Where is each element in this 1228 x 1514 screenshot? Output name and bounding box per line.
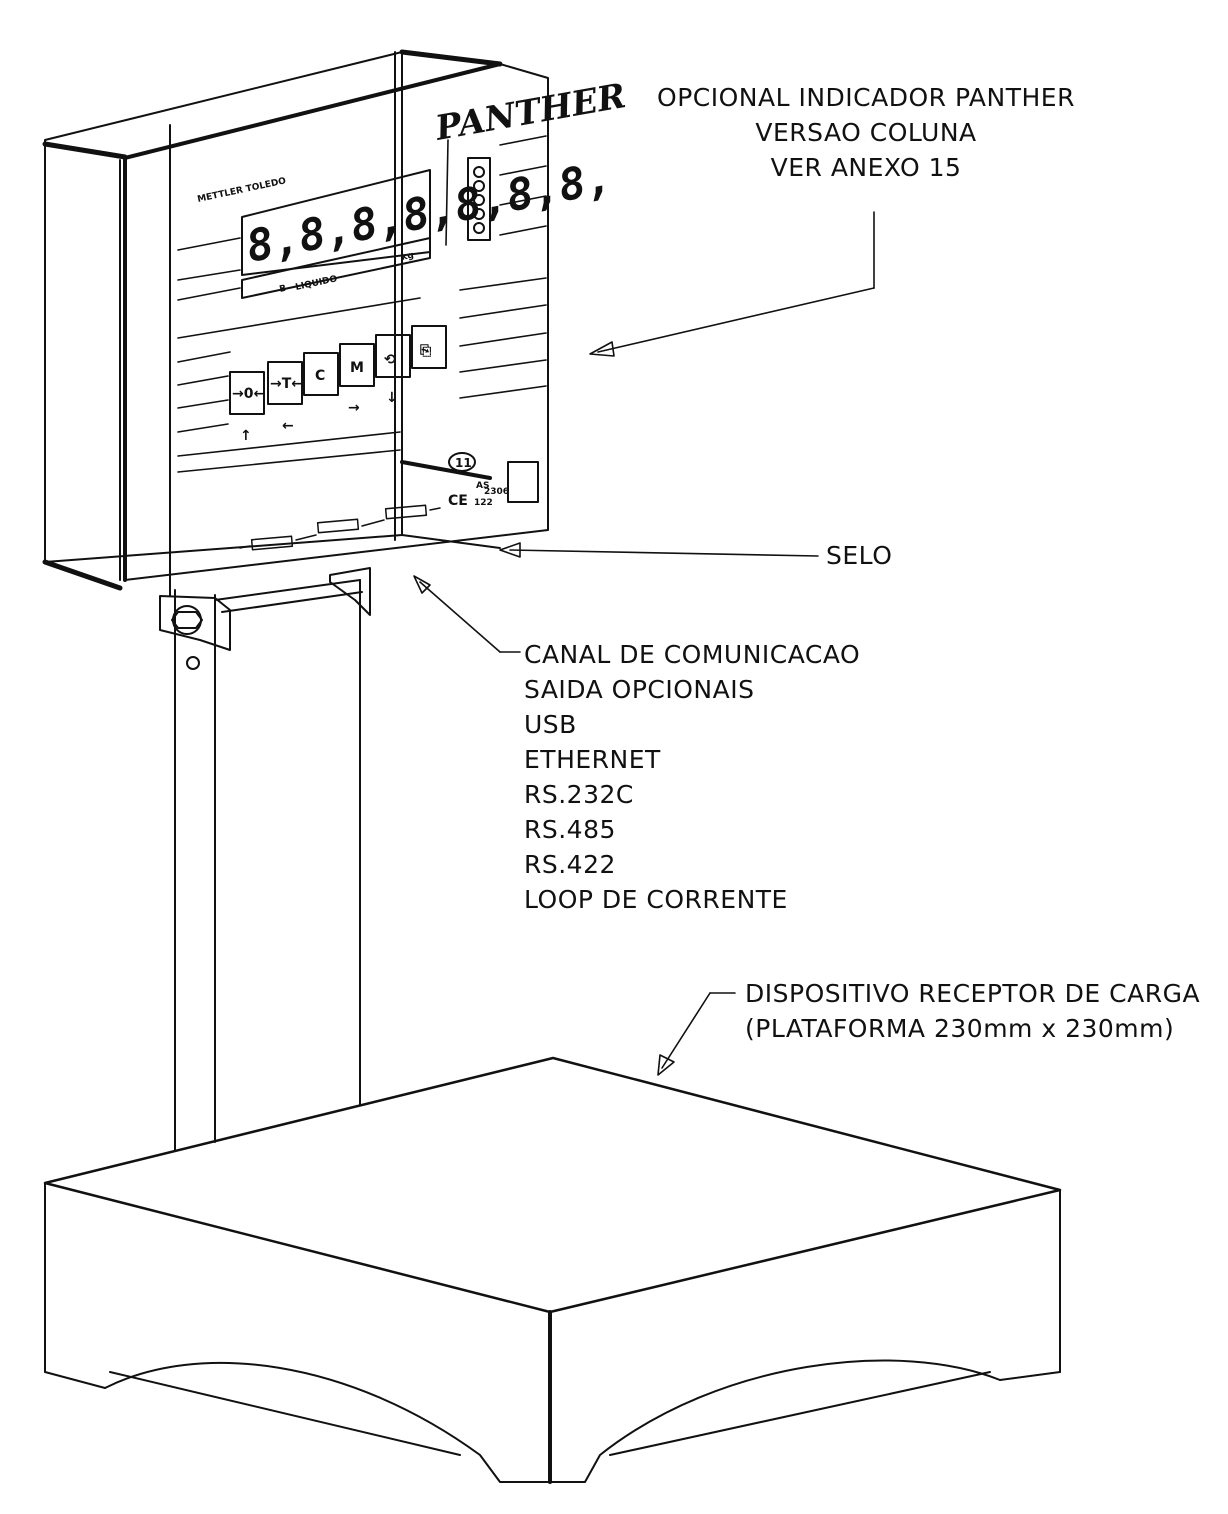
brand-logo: PANTHER: [432, 76, 629, 149]
unit-label: kg: [401, 251, 415, 263]
indicator-note-line-2: VERSAO COLUNA: [755, 118, 977, 147]
cert-small-mid: 2306: [484, 487, 509, 497]
face-stripes: [177, 135, 547, 473]
platform-note: DISPOSITIVO RECEPTOR DE CARGA (PLATAFORM…: [745, 976, 1200, 1046]
comm-line-5: RS.232C: [524, 780, 634, 809]
status-led-column: [467, 157, 491, 241]
platform-base: [43, 1056, 1062, 1484]
indicator-note-line-1: OPCIONAL INDICADOR PANTHER: [657, 83, 1075, 112]
cert-small-bot: 122: [474, 498, 493, 508]
key-arrow-up: ↑: [240, 428, 252, 444]
column-post: [174, 579, 363, 1151]
platform-line-1: DISPOSITIVO RECEPTOR DE CARGA: [745, 979, 1201, 1008]
key-zero: [229, 371, 265, 415]
cert-plate: [400, 452, 539, 503]
key-tare: [267, 361, 303, 405]
cert-small-top: AS: [476, 481, 489, 491]
leader-comm-channel: [413, 575, 521, 653]
platform-line-2: (PLATAFORMA 230mm x 230mm): [745, 1014, 1175, 1043]
comm-line-1: CANAL DE COMUNICACAO: [524, 640, 861, 669]
leader-indicator-note: [589, 211, 875, 357]
key-function: [375, 334, 411, 378]
comm-line-2: SAIDA OPCIONAIS: [524, 675, 755, 704]
key-tare-label: →T←: [270, 376, 303, 392]
print-key-icon: ⎘: [420, 343, 431, 359]
seal-note: SELO: [826, 541, 893, 570]
key-zero-label: →0←: [232, 386, 265, 402]
comm-line-8: LOOP DE CORRENTE: [524, 885, 788, 914]
key-print: [411, 325, 447, 369]
keypad: [229, 325, 447, 415]
sheet-ref: 11: [455, 456, 472, 470]
comm-channel-note: CANAL DE COMUNICACAO SAIDA OPCIONAIS USB…: [524, 637, 860, 917]
comm-line-6: RS.485: [524, 815, 616, 844]
ce-mark: CE: [448, 493, 468, 509]
indicator-note: OPCIONAL INDICADOR PANTHER VERSAO COLUNA…: [648, 80, 1084, 185]
leader-seal: [499, 542, 819, 558]
seal-row: [239, 504, 441, 551]
mounting-bracket: [159, 567, 371, 651]
comm-line-7: RS.422: [524, 850, 616, 879]
function-key-icon: ⟲: [384, 352, 396, 368]
key-memory: [339, 343, 375, 387]
indicator-back-housing: [42, 49, 503, 597]
display-window: [241, 169, 431, 299]
comm-line-4: ETHERNET: [524, 745, 661, 774]
key-arrow-right: →: [348, 400, 360, 416]
key-arrow-down: ↓: [386, 390, 398, 406]
key-arrow-left: ←: [282, 418, 294, 434]
leader-platform: [657, 992, 736, 1076]
key-memory-label: M: [350, 360, 364, 376]
maker-label: METTLER TOLEDO: [197, 176, 288, 205]
comm-line-3: USB: [524, 710, 577, 739]
zero-marker: B: [279, 284, 288, 295]
status-label: LIQUIDO: [295, 274, 339, 293]
bolt-icon: [172, 605, 202, 635]
indicator-note-line-3: VER ANEXO 15: [770, 153, 962, 182]
key-clear-label: C: [315, 368, 325, 384]
indicator-front-face: [119, 62, 549, 582]
key-clear: [303, 352, 339, 396]
